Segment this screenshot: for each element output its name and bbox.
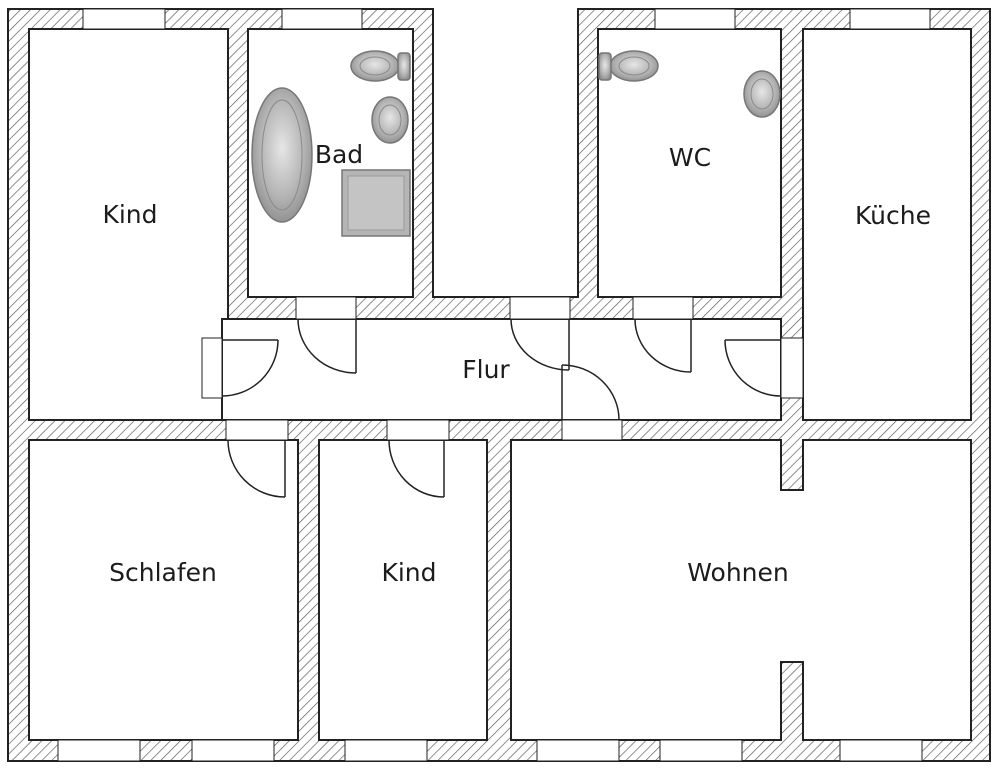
door-wohnen (561, 364, 620, 421)
door-opening (225, 419, 289, 441)
label-kueche: Küche (855, 201, 931, 230)
label-bad: Bad (315, 140, 363, 169)
window (849, 8, 931, 30)
room-kueche (802, 28, 972, 421)
window (281, 8, 363, 30)
window (659, 739, 743, 762)
door-opening (201, 337, 223, 399)
room-wohnen (510, 439, 972, 741)
door-wc-left (510, 318, 570, 371)
window (57, 739, 141, 762)
door-opening (509, 296, 571, 320)
washbasin-icon (743, 70, 781, 118)
label-kind-top: Kind (102, 200, 157, 229)
windows (57, 8, 931, 762)
room-schlafen (28, 439, 299, 741)
door-opening (386, 419, 450, 441)
door-opening (561, 419, 623, 441)
window (344, 739, 428, 762)
window (191, 739, 275, 762)
window (654, 8, 736, 30)
door-schlafen (227, 439, 286, 498)
shower-icon (341, 169, 411, 237)
window (82, 8, 166, 30)
label-schlafen: Schlafen (109, 558, 217, 587)
bathtub-icon (251, 87, 313, 223)
window (839, 739, 923, 762)
toilet-icon (350, 50, 411, 82)
fixtures (251, 50, 781, 237)
door-opening (632, 296, 694, 320)
door-kind-top (221, 339, 279, 397)
room-kind-top (28, 28, 229, 421)
door-bad (297, 318, 357, 374)
window (536, 739, 620, 762)
rooms (28, 28, 972, 741)
washbasin-icon (371, 96, 409, 144)
doors (221, 318, 782, 498)
door-opening (780, 337, 804, 399)
room-labels: Kind Bad WC Küche Flur Schlafen Kind Woh… (102, 140, 931, 587)
door-kind-bottom (388, 439, 445, 498)
toilet-icon (598, 50, 659, 82)
door-kueche (724, 339, 782, 397)
door-opening (295, 296, 357, 320)
door-wc-right (634, 318, 692, 373)
label-wohnen: Wohnen (687, 558, 788, 587)
door-openings (201, 296, 804, 441)
label-flur: Flur (462, 355, 510, 384)
room-kind-bottom (318, 439, 488, 741)
label-wc: WC (669, 143, 711, 172)
label-kind-bottom: Kind (381, 558, 436, 587)
